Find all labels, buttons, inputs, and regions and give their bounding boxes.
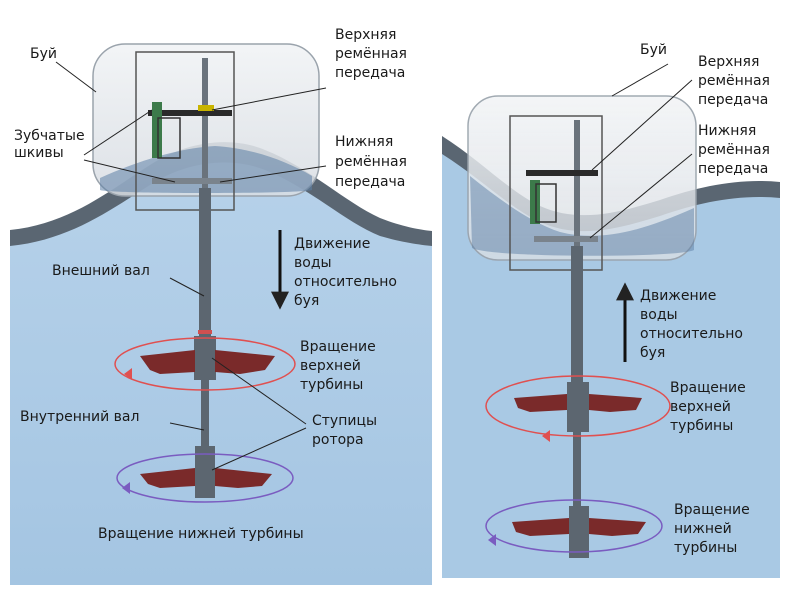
- left-inner-shaft-label: Внутренний вал: [20, 409, 139, 425]
- right-lower-belt-line-2: ремённая: [698, 142, 770, 158]
- right-outer-shaft: [571, 246, 583, 382]
- left-lower-rotation-arrow: [116, 453, 294, 503]
- left-upper-turbine-label: Вращение верхней турбины: [300, 339, 380, 393]
- left-rotor-hubs-line-2: ротора: [312, 432, 364, 448]
- panel-divider: [434, 0, 442, 592]
- right-buoy-label: Буй: [640, 42, 667, 58]
- left-water-motion-label: Движение воды относительно буя: [294, 236, 401, 309]
- right-upper-belt-line-2: ремённая: [698, 73, 770, 89]
- left-lower-turbine-label: Вращение нижней турбины: [98, 526, 304, 542]
- right-lower-turbine-label: Вращение нижней турбины: [674, 502, 754, 556]
- left-outer-shaft-ring: [198, 330, 212, 334]
- right-upper-belt-line-3: передача: [698, 92, 768, 108]
- left-gear-pulleys-line-1: Зубчатые: [14, 128, 85, 144]
- left-upper-hub: [194, 336, 216, 380]
- right-frame: [509, 115, 603, 271]
- left-upper-belt-line-1: Верхняя: [335, 27, 396, 43]
- left-buoy-label: Буй: [30, 46, 57, 62]
- right-buoy-water: [470, 176, 694, 256]
- right-panel: Буй Верхняя ремённая передача Нижняя рем…: [442, 42, 780, 578]
- left-lower-belt-line-1: Нижняя: [335, 134, 393, 150]
- left-upper-turbine-blades: [140, 350, 275, 374]
- left-lower-hub: [195, 446, 215, 498]
- right-lower-belt-line-1: Нижняя: [698, 123, 756, 139]
- left-lower-turbine-blades: [140, 468, 272, 488]
- right-lower-turbine-line-3: турбины: [674, 540, 737, 556]
- left-lower-belt-line-3: передача: [335, 174, 405, 190]
- right-top-shaft: [574, 120, 580, 250]
- right-generator: [530, 180, 540, 224]
- right-lower-hub: [569, 506, 589, 558]
- right-lower-rotation-arrowhead: [488, 534, 496, 546]
- right-lower-belt-line-3: передача: [698, 161, 768, 177]
- right-lower-turbine-line-1: Вращение: [674, 502, 750, 518]
- left-water-motion-line-1: Движение: [294, 236, 370, 252]
- right-upper-turbine-label: Вращение верхней турбины: [670, 380, 750, 434]
- left-inner-shaft: [201, 380, 209, 446]
- right-leader-lines: [589, 63, 693, 239]
- left-rotor-hubs-label: Ступицы ротора: [312, 413, 382, 448]
- right-water-motion-line-1: Движение: [640, 288, 716, 304]
- left-wave-band: [10, 142, 432, 246]
- right-upper-turbine-blades: [514, 394, 642, 412]
- left-outer-shaft-label: Внешний вал: [52, 263, 150, 279]
- right-upper-turbine-line-1: Вращение: [670, 380, 746, 396]
- left-upper-pulley-hub: [198, 105, 214, 111]
- left-top-shaft: [202, 58, 208, 188]
- left-upper-turbine-line-3: турбины: [300, 377, 363, 393]
- right-water-motion-line-4: буя: [640, 345, 665, 361]
- left-frame: [135, 51, 235, 211]
- right-upper-belt-label: Верхняя ремённая передача: [698, 54, 774, 108]
- right-inner-shaft: [573, 432, 581, 508]
- left-upper-belt-label: Верхняя ремённая передача: [335, 27, 411, 81]
- right-upper-turbine-line-2: верхней: [670, 399, 731, 415]
- right-lower-belt-label: Нижняя ремённая передача: [698, 123, 774, 177]
- right-lower-turbine-blades: [512, 518, 646, 536]
- left-outer-shaft: [199, 188, 211, 338]
- left-upper-belt: [148, 110, 232, 116]
- left-lower-belt-line-2: ремённая: [335, 154, 407, 170]
- right-lower-turbine-line-2: нижней: [674, 521, 732, 537]
- right-upper-rotation-arrowhead: [542, 430, 550, 442]
- right-lower-belt: [534, 236, 598, 242]
- left-water-motion-line-2: воды: [294, 255, 332, 271]
- left-lower-belt-label: Нижняя ремённая передача: [335, 134, 411, 190]
- right-upper-belt-line-1: Верхняя: [698, 54, 759, 70]
- left-upper-rotation-arrowhead: [124, 368, 132, 380]
- left-upper-turbine-line-1: Вращение: [300, 339, 376, 355]
- right-generator-frame: [535, 183, 557, 223]
- left-gear-pulleys-line-2: шкивы: [14, 145, 64, 161]
- left-water-motion-line-3: относительно: [294, 274, 397, 290]
- right-lower-rotation-arrow: [485, 499, 663, 553]
- right-upper-rotation-arrow: [485, 375, 671, 437]
- right-water-motion-label: Движение воды относительно буя: [640, 288, 747, 361]
- left-upper-belt-line-2: ремённая: [335, 46, 407, 62]
- left-generator: [152, 102, 162, 158]
- right-upper-hub: [567, 382, 589, 432]
- left-lower-rotation-arrowhead: [122, 482, 130, 494]
- left-water-motion-line-4: буя: [294, 293, 319, 309]
- left-lower-belt: [152, 178, 232, 184]
- left-upper-turbine-line-2: верхней: [300, 358, 361, 374]
- left-gear-pulleys-label: Зубчатые шкивы: [14, 128, 89, 161]
- left-upper-rotation-arrow: [114, 337, 296, 391]
- right-water-motion-line-3: относительно: [640, 326, 743, 342]
- left-generator-frame: [157, 117, 181, 159]
- right-upper-turbine-line-3: турбины: [670, 418, 733, 434]
- right-upper-belt: [526, 170, 598, 176]
- left-panel: Буй Зубчатые шкивы Верхняя ремённая пере…: [10, 27, 432, 585]
- right-water-motion-line-2: воды: [640, 307, 678, 323]
- left-rotor-hubs-line-1: Ступицы: [312, 413, 377, 429]
- left-upper-belt-line-3: передача: [335, 65, 405, 81]
- left-leader-lines: [55, 61, 327, 471]
